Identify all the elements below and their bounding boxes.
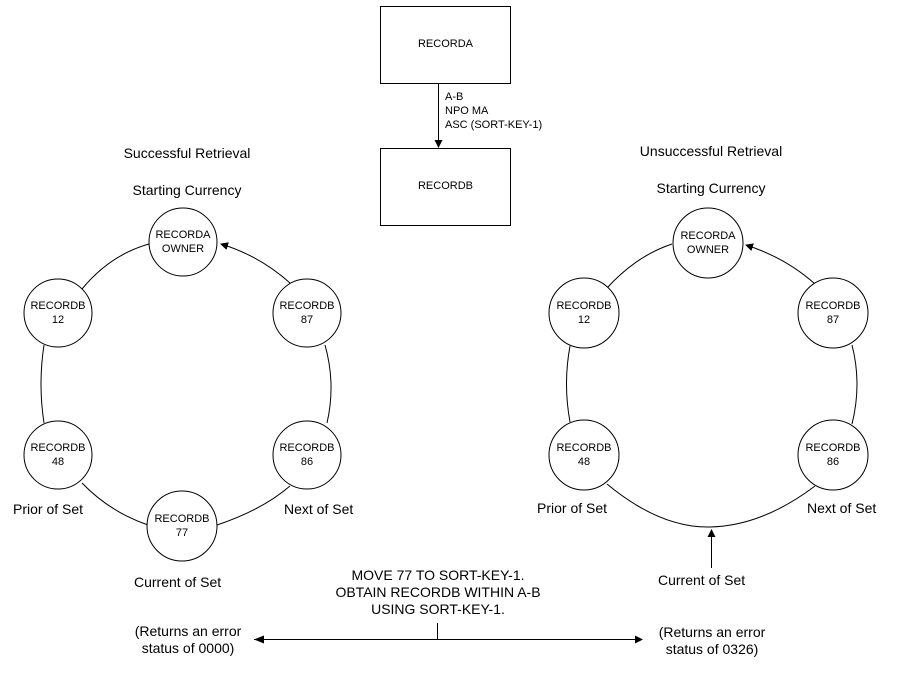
left-node-77-label: RECORDB 77 xyxy=(148,512,216,540)
left-next-label: Next of Set xyxy=(284,501,354,517)
node-line1: RECORDA xyxy=(680,230,736,242)
left-result-line1: (Returns an error xyxy=(134,623,242,639)
right-title: Unsuccessful Retrieval xyxy=(639,143,783,159)
left-arc-48-77 xyxy=(81,482,149,526)
right-node-48 xyxy=(548,419,620,491)
right-result-line1: (Returns an error xyxy=(658,624,766,640)
node-line1: RECORDB xyxy=(30,442,86,454)
right-node-12-label: RECORDB 12 xyxy=(550,299,618,327)
node-line2: 48 xyxy=(51,456,65,468)
left-node-48-label: RECORDB 48 xyxy=(24,441,92,469)
node-line2: 86 xyxy=(300,456,314,468)
left-arc-87-86 xyxy=(324,344,332,424)
node-line1: RECORDB xyxy=(279,300,335,312)
node-line1: RECORDB xyxy=(556,442,612,454)
node-line1: RECORDA xyxy=(155,229,211,241)
node-line1: RECORDB xyxy=(805,300,861,312)
right-node-48-label: RECORDB 48 xyxy=(550,441,618,469)
right-arc-87-86 xyxy=(851,344,858,425)
right-prior-label: Prior of Set xyxy=(537,500,608,516)
left-start-label: Starting Currency xyxy=(132,182,242,198)
right-node-87 xyxy=(797,277,869,349)
command-line1: MOVE 77 TO SORT-KEY-1. xyxy=(351,567,525,583)
right-arc-48-86 xyxy=(606,483,816,528)
node-line1: RECORDB xyxy=(30,300,86,312)
left-title: Successful Retrieval xyxy=(123,145,251,161)
left-ring xyxy=(40,242,332,526)
result-arrow-left-head xyxy=(254,635,264,644)
left-node-86 xyxy=(272,420,342,490)
left-node-owner xyxy=(148,207,218,277)
recorda-box-label: RECORDA xyxy=(417,38,473,50)
node-line1: RECORDB xyxy=(556,300,612,312)
left-prior-label: Prior of Set xyxy=(13,501,84,517)
recorda-box xyxy=(380,6,511,84)
left-node-12 xyxy=(23,278,93,348)
left-arc-87-owner xyxy=(220,242,291,284)
node-line2: 12 xyxy=(51,314,65,326)
recordb-box xyxy=(380,148,511,226)
set-order-label: ASC (SORT-KEY-1) xyxy=(445,119,543,131)
right-arc-12-48 xyxy=(566,345,571,423)
node-line2: OWNER xyxy=(686,244,730,256)
left-arc-86-77 xyxy=(216,485,291,526)
left-node-owner-label: RECORDA OWNER xyxy=(149,228,217,256)
right-next-label: Next of Set xyxy=(807,500,877,516)
left-node-87 xyxy=(272,278,342,348)
left-arc-12-owner xyxy=(81,243,150,290)
recordb-box-label: RECORDB xyxy=(417,180,473,192)
right-node-owner xyxy=(672,207,744,279)
node-line2: OWNER xyxy=(161,243,205,255)
left-node-12-label: RECORDB 12 xyxy=(24,299,92,327)
right-arc-87-owner xyxy=(745,243,816,285)
node-line2: 12 xyxy=(577,314,591,326)
set-options-label: NPO MA xyxy=(445,105,489,117)
left-arc-12-48 xyxy=(40,344,45,424)
left-node-77 xyxy=(146,490,218,562)
command-line3: USING SORT-KEY-1. xyxy=(371,601,505,617)
right-node-86 xyxy=(797,419,869,491)
set-name-label: A-B xyxy=(445,91,464,103)
node-line2: 87 xyxy=(826,314,840,326)
right-node-12 xyxy=(548,277,620,349)
right-ring xyxy=(566,243,858,568)
node-line1: RECORDB xyxy=(805,442,861,454)
right-node-owner-label: RECORDA OWNER xyxy=(674,229,742,257)
right-node-87-label: RECORDB 87 xyxy=(799,299,867,327)
left-result-line2: status of 0000) xyxy=(141,640,235,656)
left-node-86-label: RECORDB 86 xyxy=(273,441,341,469)
right-result-line2: status of 0326) xyxy=(665,641,759,657)
left-node-87-label: RECORDB 87 xyxy=(273,299,341,327)
left-current-label: Current of Set xyxy=(134,574,222,590)
node-line2: 86 xyxy=(826,456,840,468)
node-line1: RECORDB xyxy=(154,513,210,525)
right-current-label: Current of Set xyxy=(658,572,746,588)
node-line2: 48 xyxy=(577,456,591,468)
node-line2: 87 xyxy=(300,314,314,326)
left-node-48 xyxy=(23,420,93,490)
node-line2: 77 xyxy=(175,527,189,539)
right-start-label: Starting Currency xyxy=(656,180,766,196)
right-node-86-label: RECORDB 86 xyxy=(799,441,867,469)
node-line1: RECORDB xyxy=(279,442,335,454)
command-line2: OBTAIN RECORDB WITHIN A-B xyxy=(335,584,541,600)
right-arc-12-owner xyxy=(606,243,673,289)
